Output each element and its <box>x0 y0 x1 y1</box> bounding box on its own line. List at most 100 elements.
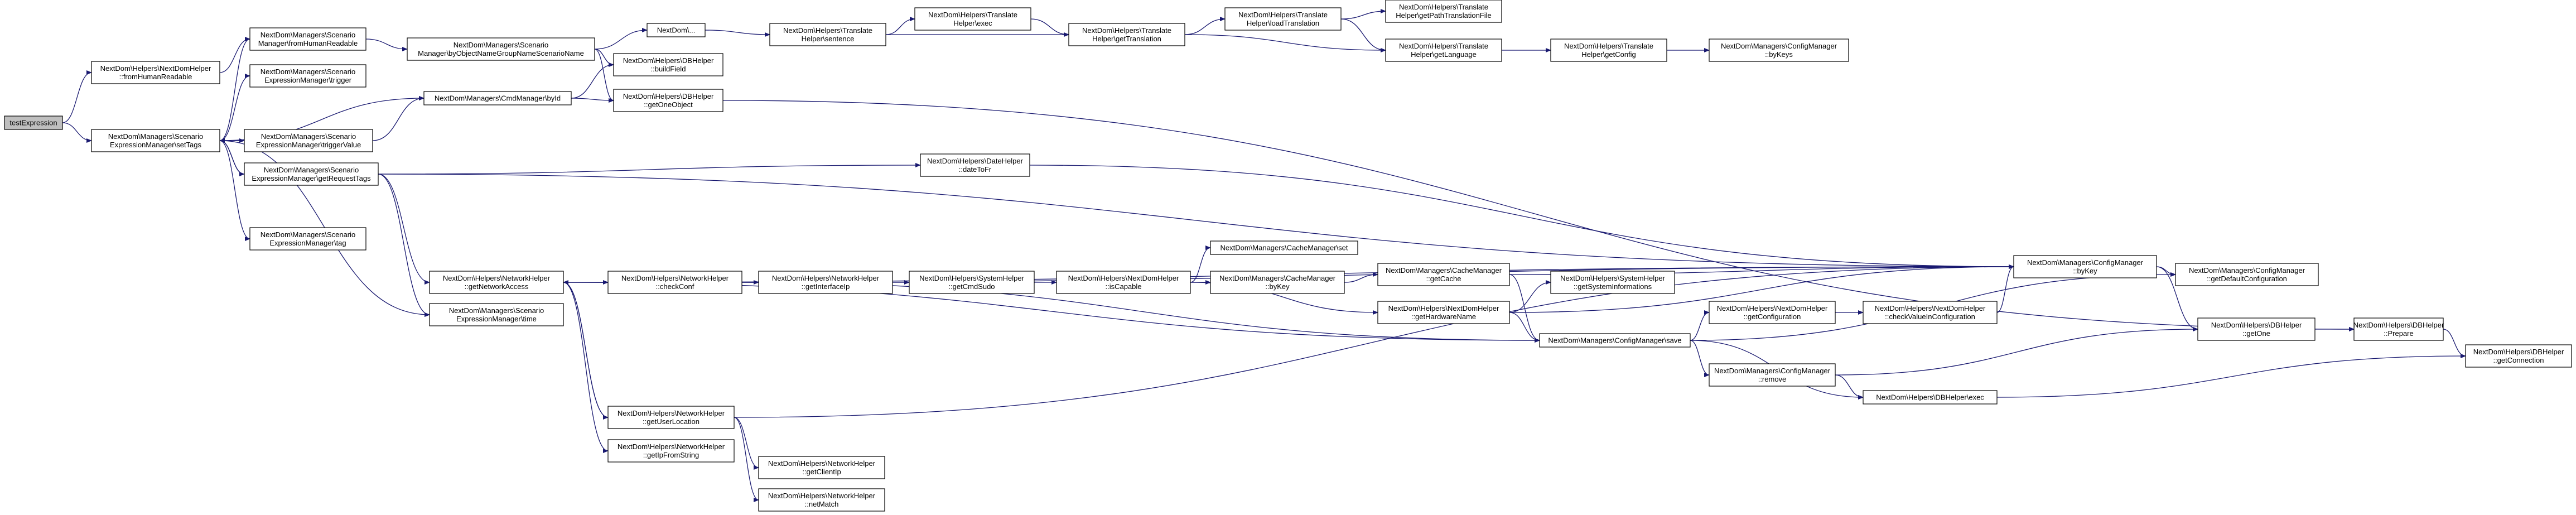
node-getConfiguration[interactable]: NextDom\Helpers\NextDomHelper::getConfig… <box>1709 301 1836 324</box>
node-box <box>914 7 1031 31</box>
node-nextdom_ellipsis[interactable]: NextDom\... <box>647 23 706 37</box>
node-label-line: ::getConnection <box>2493 356 2544 364</box>
node-label-line: ::getHardwareName <box>1411 312 1476 321</box>
node-triggerValue[interactable]: NextDom\Managers\ScenarioExpressionManag… <box>244 129 373 152</box>
node-label-line: NextDom\Helpers\NetworkHelper <box>772 274 880 282</box>
node-getTranslation[interactable]: NextDom\Helpers\TranslateHelper\getTrans… <box>1068 23 1185 46</box>
edge-dateToFr-to-config_byKey <box>1029 165 2014 269</box>
node-label-line: NextDom\Managers\Scenario <box>261 31 356 39</box>
node-byObjectNameGroupNameScenarioName[interactable]: NextDom\Managers\ScenarioManager\byObjec… <box>407 37 595 61</box>
node-config_byKey[interactable]: NextDom\Managers\ConfigManager::byKey <box>2013 255 2157 278</box>
node-label-line: NextDom\Managers\Scenario <box>261 132 356 141</box>
edge-checkValueInConfiguration-to-config_byKey <box>1996 264 2014 313</box>
node-box <box>1709 363 1836 387</box>
node-label-line: NextDom\Helpers\Translate <box>1564 42 1653 50</box>
node-box <box>607 406 735 429</box>
node-label-line: Helper\getPathTranslationFile <box>1396 11 1492 20</box>
node-cache_byKey[interactable]: NextDom\Managers\CacheManager::byKey <box>1210 271 1345 294</box>
node-netMatch[interactable]: NextDom\Helpers\NetworkHelper::netMatch <box>758 488 885 512</box>
node-cache_set[interactable]: NextDom\Managers\CacheManager\set <box>1210 240 1358 255</box>
node-getClientIp[interactable]: NextDom\Helpers\NetworkHelper::getClient… <box>758 456 885 479</box>
node-getLanguage[interactable]: NextDom\Helpers\TranslateHelper\getLangu… <box>1385 38 1502 62</box>
node-label-line: NextDom\Managers\CacheManager\set <box>1220 244 1348 252</box>
node-config_byKeys[interactable]: NextDom\Managers\ConfigManager::byKeys <box>1709 38 1849 62</box>
edge-getRequestTags-to-config_byKey <box>378 174 2014 269</box>
node-config_save[interactable]: NextDom\Managers\ConfigManager\save <box>1539 333 1691 348</box>
node-getSystemInformations[interactable]: NextDom\Helpers\SystemHelper::getSystemI… <box>1550 271 1675 294</box>
node-label-line: Helper\getLanguage <box>1411 50 1477 59</box>
node-checkConf[interactable]: NextDom\Helpers\NetworkHelper::checkConf <box>607 271 742 294</box>
node-label-line: NextDom\Helpers\DBHelper <box>2211 321 2302 329</box>
node-label-line: NextDom\Managers\CacheManager <box>1386 266 1502 275</box>
node-getInterfaceIp[interactable]: NextDom\Helpers\NetworkHelper::getInterf… <box>758 271 893 294</box>
node-label-line: NextDom\Helpers\NetworkHelper <box>618 409 725 417</box>
node-label-line: ::isCapable <box>1105 282 1141 291</box>
node-scenario_time[interactable]: NextDom\Managers\ScenarioExpressionManag… <box>429 303 564 326</box>
node-label-line: ExpressionManager\tag <box>269 239 346 247</box>
node-box <box>1863 301 1998 324</box>
node-label-line: ::remove <box>1758 375 1787 383</box>
node-setTags[interactable]: NextDom\Managers\ScenarioExpressionManag… <box>91 129 220 152</box>
node-getNetworkAccess[interactable]: NextDom\Helpers\NetworkHelper::getNetwor… <box>429 271 564 294</box>
edge-loadTranslation-to-getPathTranslationFile <box>1340 9 1386 20</box>
node-label-line: NextDom\Helpers\NetworkHelper <box>618 442 725 451</box>
node-buildField[interactable]: NextDom\Helpers\DBHelper::buildField <box>613 53 723 76</box>
node-getPathTranslationFile[interactable]: NextDom\Helpers\TranslateHelper\getPathT… <box>1385 0 1502 23</box>
node-testExpression[interactable]: testExpression <box>4 115 63 130</box>
node-label-line: ::getInterfaceIp <box>802 282 850 291</box>
node-getIpFromString[interactable]: NextDom\Helpers\NetworkHelper::getIpFrom… <box>607 439 735 463</box>
node-getRequestTags[interactable]: NextDom\Managers\ScenarioExpressionManag… <box>244 162 379 186</box>
node-label-line: ExpressionManager\getRequestTags <box>252 174 371 182</box>
node-label-line: ::byKeys <box>1765 50 1793 59</box>
edge-config_byKey-to-db_getOne <box>2156 266 2198 331</box>
node-label-line: NextDom\Helpers\DBHelper <box>623 92 714 100</box>
node-box <box>244 129 373 152</box>
edge-getUserLocation-to-config_byKey <box>734 264 2014 418</box>
node-label-line: Helper\exec <box>953 19 992 27</box>
node-label-line: ::getClientIp <box>802 468 841 476</box>
node-label-line: testExpression <box>9 119 57 127</box>
node-label-line: Manager\fromHumanReadable <box>258 39 358 47</box>
node-label-line: ::getOneObject <box>644 100 693 109</box>
node-label-line: ::byKey <box>1265 282 1290 291</box>
node-scenario_fromHumanReadable[interactable]: NextDom\Managers\ScenarioManager\fromHum… <box>249 27 366 51</box>
node-db_prepare[interactable]: NextDom\Helpers\DBHelper::Prepare <box>2353 317 2444 341</box>
node-db_exec[interactable]: NextDom\Helpers\DBHelper\exec <box>1863 390 1998 405</box>
node-cmd_byId[interactable]: NextDom\Managers\CmdManager\byId <box>423 91 572 105</box>
node-db_getConnection[interactable]: NextDom\Helpers\DBHelper::getConnection <box>2465 344 2572 368</box>
node-getCmdSudo[interactable]: NextDom\Helpers\SystemHelper::getCmdSudo <box>909 271 1035 294</box>
node-loadTranslation[interactable]: NextDom\Helpers\TranslateHelper\loadTran… <box>1224 7 1342 31</box>
node-label-line: ::getUserLocation <box>643 417 700 426</box>
node-getUserLocation[interactable]: NextDom\Helpers\NetworkHelper::getUserLo… <box>607 406 735 429</box>
node-checkValueInConfiguration[interactable]: NextDom\Helpers\NextDomHelper::checkValu… <box>1863 301 1998 324</box>
node-translate_getConfig[interactable]: NextDom\Helpers\TranslateHelper\getConfi… <box>1550 38 1667 62</box>
node-box <box>429 303 564 326</box>
node-label-line: NextDom\Helpers\NetworkHelper <box>768 459 876 468</box>
node-fromHumanReadable_helper[interactable]: NextDom\Helpers\NextDomHelper::fromHuman… <box>91 61 220 84</box>
node-getDefaultConfiguration[interactable]: NextDom\Managers\ConfigManager::getDefau… <box>2175 263 2319 286</box>
node-getOneObject[interactable]: NextDom\Helpers\DBHelper::getOneObject <box>613 89 723 112</box>
node-isCapable[interactable]: NextDom\Helpers\NextDomHelper::isCapable <box>1056 271 1191 294</box>
node-label-line: NextDom\Managers\ConfigManager <box>1721 42 1837 50</box>
node-box <box>613 53 723 76</box>
node-label-line: NextDom\Helpers\NextDomHelper <box>1068 274 1179 282</box>
node-getTrigger[interactable]: NextDom\Managers\ScenarioExpressionManag… <box>249 64 366 88</box>
node-getHardwareName[interactable]: NextDom\Helpers\NextDomHelper::getHardwa… <box>1377 301 1510 324</box>
node-db_getOne[interactable]: NextDom\Helpers\DBHelper::getOne <box>2197 317 2315 341</box>
node-box <box>1056 271 1191 294</box>
node-dateToFr[interactable]: NextDom\Helpers\DateHelper::dateToFr <box>920 153 1030 177</box>
edge-byObjectNameGroupNameScenarioName-to-nextdom_ellipsis <box>594 28 648 50</box>
node-box <box>1709 301 1836 324</box>
node-box <box>769 23 886 46</box>
node-cache_getCache[interactable]: NextDom\Managers\CacheManager::getCache <box>1377 263 1510 286</box>
edge-setTags-to-scenario_fromHumanReadable <box>219 37 250 141</box>
node-label-line: NextDom\Helpers\DateHelper <box>927 157 1024 165</box>
node-config_remove[interactable]: NextDom\Managers\ConfigManager::remove <box>1709 363 1836 387</box>
node-label-line: ExpressionManager\setTags <box>110 141 202 149</box>
node-scenario_tag[interactable]: NextDom\Managers\ScenarioExpressionManag… <box>249 227 366 251</box>
node-box <box>249 27 366 51</box>
edge-getHardwareName-to-getSystemInformations <box>1509 280 1551 313</box>
edge-setTags-to-scenario_tag <box>219 140 250 241</box>
